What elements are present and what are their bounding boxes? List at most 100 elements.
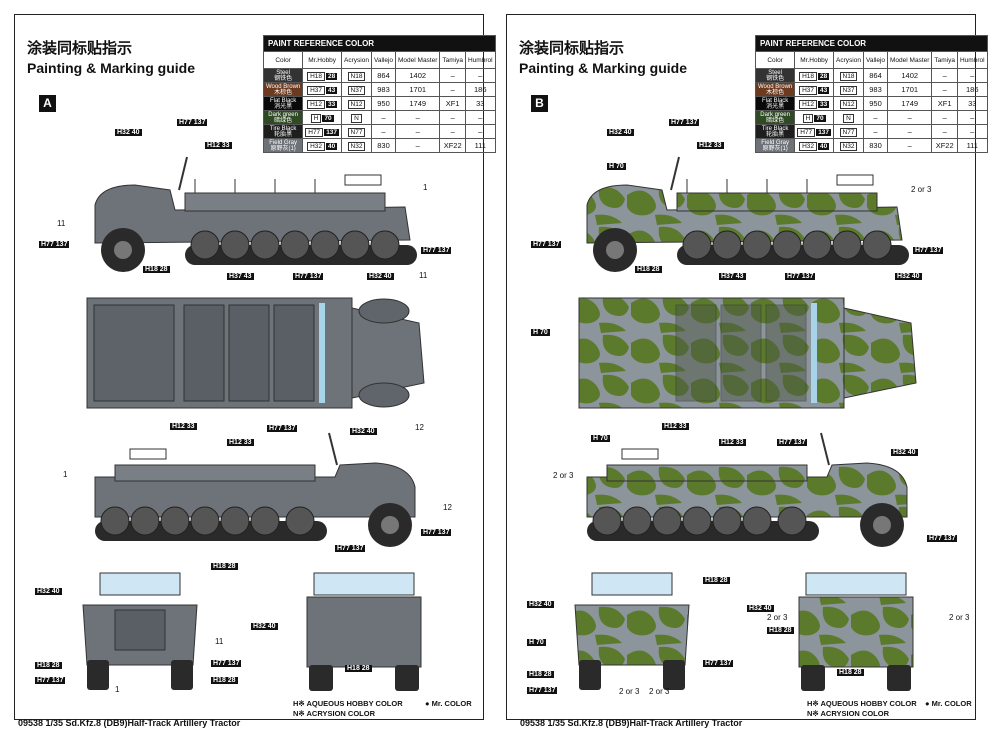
callout: H77 137 [293,273,324,280]
front-view [82,572,198,690]
callout: H18 28 [211,677,238,684]
callout: H77 137 [335,545,366,552]
callout: H12 33 [205,142,232,149]
scheme-badge: A [39,95,56,112]
callout: H12 33 [697,142,724,149]
side-view-right [586,432,908,547]
callout: H77 137 [669,119,700,126]
paint-reference-table: PAINT REFERENCE COLOR Color Mr.Hobby Acr… [754,35,988,153]
callout: H32 40 [891,449,918,456]
title-en: Painting & Marking guide [519,60,688,76]
col-header: Color [754,51,796,69]
sheet-b: 涂装同标贴指示 Painting & Marking guide B PAINT… [506,14,988,720]
callout: H 70 [607,163,626,170]
decal-number: 2 or 3 [553,471,574,480]
col-header: Humbrol [956,51,988,69]
paint-reference-table: PAINT REFERENCE COLOR Color Mr.Hobby Acr… [262,35,496,153]
title-cn: 涂装同标贴指示 [27,39,133,57]
callout: H32 40 [35,588,62,595]
callout: H77 137 [39,241,70,248]
callout: H18 28 [143,266,170,273]
rear-view [798,572,914,691]
decal-number: 2 or 3 [649,687,670,696]
decal-number: 2 or 3 [911,185,932,194]
col-header: Model Master [395,51,441,69]
table-caption: PAINT REFERENCE COLOR [755,35,988,52]
col-header: Model Master [887,51,933,69]
callout: H32 40 [607,129,634,136]
decal-number: 11 [215,637,224,646]
legend-mr-color: ● Mr. COLOR [425,699,472,708]
col-header: Humbrol [464,51,496,69]
footer-title: 09538 1/35 Sd.Kfz.8 (DB9)Half-Track Arti… [18,718,241,728]
decal-number: 11 [57,219,66,228]
col-header: Vallejo [862,51,889,69]
decal-number: 12 [443,503,452,512]
callout: H12 33 [662,423,689,430]
callout: H12 33 [170,423,197,430]
callout: H77 137 [927,535,958,542]
front-view [574,572,690,690]
callout: H37 43 [719,273,746,280]
col-header: Tamiya [931,51,958,69]
col-header: Mr.Hobby [302,51,343,69]
decal-number: 1 [423,183,428,192]
table-caption: PAINT REFERENCE COLOR [263,35,496,52]
callout: H77 137 [531,241,562,248]
callout: H32 40 [527,601,554,608]
callout: H32 40 [367,273,394,280]
callout: H12 33 [227,439,254,446]
callout: H77 137 [267,425,298,432]
callout: H77 137 [913,247,944,254]
callout: H77 137 [703,660,734,667]
decal-number: 1 [63,470,68,479]
top-view [578,297,917,409]
callout: H18 28 [345,665,372,672]
col-header: Acrysion [833,51,864,69]
decal-number: 2 or 3 [949,613,970,622]
callout: H18 28 [35,662,62,669]
col-header: Vallejo [370,51,397,69]
decal-number: 2 or 3 [767,613,788,622]
title-cn: 涂装同标贴指示 [519,39,625,57]
top-view [86,297,425,409]
side-view-right [94,432,416,547]
callout: H32 40 [115,129,142,136]
callout: H77 137 [211,660,242,667]
callout: H77 137 [527,687,558,694]
callout: H32 40 [350,428,377,435]
callout: H77 137 [421,247,452,254]
callout: H 70 [527,639,546,646]
callout: H 70 [531,329,550,336]
title-en: Painting & Marking guide [27,60,196,76]
callout: H77 137 [421,529,452,536]
callout: H18 28 [703,577,730,584]
callout: H32 40 [747,605,774,612]
col-header: Acrysion [341,51,372,69]
rear-view [306,572,422,691]
callout: H12 33 [719,439,746,446]
callout: H32 40 [251,623,278,630]
callout: H18 28 [527,671,554,678]
